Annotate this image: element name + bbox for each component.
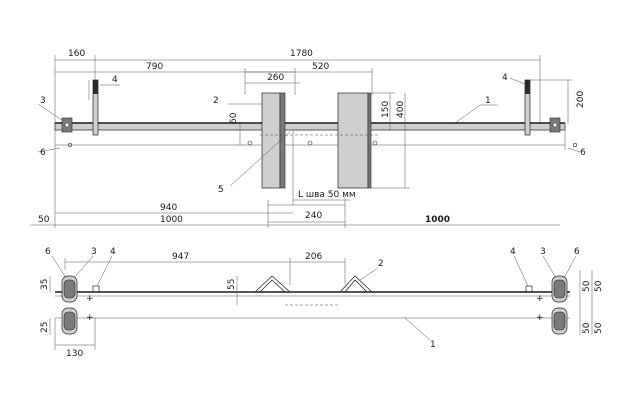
- leader-2-b: [359, 267, 379, 281]
- callout-3: 3: [40, 96, 46, 106]
- leader-3: [37, 103, 63, 121]
- callout-1-b: 1: [430, 340, 436, 350]
- dim-55: 55: [227, 279, 237, 290]
- hole-right: [572, 142, 578, 148]
- leader-6-left-b: [51, 255, 67, 279]
- dim-150: 150: [381, 101, 391, 118]
- dim-50-d: 50: [594, 322, 604, 334]
- leader-5: [229, 131, 291, 187]
- leader-1: [454, 104, 481, 124]
- dim-940: 940: [160, 203, 177, 213]
- callout-3-left-b: 3: [91, 247, 97, 257]
- dim-50-c: 50: [582, 322, 592, 334]
- clamp-left-bottom-inner: [63, 311, 76, 331]
- dim-1000-left: 1000: [160, 215, 183, 225]
- callout-4-right: 4: [502, 73, 508, 83]
- leader-3-right-b: [542, 255, 557, 279]
- dim-520: 520: [312, 62, 329, 72]
- plate-2-peak-right-inner: [344, 279, 368, 293]
- plate-2-right: [337, 92, 369, 189]
- callout-3-right-b: 3: [540, 247, 546, 257]
- callout-6-right-b: 6: [574, 247, 580, 257]
- callout-6-right: 6: [580, 148, 586, 158]
- bolt-right: [552, 122, 558, 128]
- callout-6-left-b: 6: [45, 247, 51, 257]
- cross-right-1: +: [536, 294, 544, 304]
- clamp-left-top-inner: [63, 279, 76, 299]
- hole-plate-3: [372, 140, 378, 146]
- callout-4-left-b: 4: [110, 247, 116, 257]
- plate-2-peak-left-inner: [259, 279, 286, 293]
- dim-206: 206: [305, 252, 322, 262]
- rod-4-right-thread: [525, 80, 530, 94]
- callout-4-left: 4: [112, 75, 118, 85]
- dim-50: 50: [38, 215, 50, 225]
- dim-160: 160: [68, 49, 85, 59]
- callout-4-right-b: 4: [510, 247, 516, 257]
- hole-plate-2: [307, 140, 313, 146]
- dim-947: 947: [172, 252, 189, 262]
- dim-50-a: 50: [582, 280, 592, 292]
- dim-1780: 1780: [290, 49, 313, 59]
- dim-60: 60: [229, 112, 239, 124]
- hole-plate-1: [247, 140, 253, 146]
- callout-5: 5: [218, 185, 224, 195]
- plate-2-peak-right: [339, 275, 373, 293]
- leader-3-left-b: [73, 255, 94, 279]
- bottom-view: 947 206 55 + + 35 25 130: [40, 247, 604, 359]
- dim-130: 130: [66, 349, 83, 359]
- leader-6-right: [567, 147, 581, 153]
- dim-200: 200: [576, 91, 586, 108]
- dim-35: 35: [40, 279, 50, 290]
- dim-400: 400: [396, 101, 406, 118]
- cross-left-2: +: [86, 313, 94, 323]
- callout-2: 2: [213, 96, 219, 106]
- leader-6-left: [37, 147, 61, 153]
- dim-25: 25: [40, 322, 50, 333]
- plate-2-left-edge: [279, 92, 286, 189]
- leader-4-right: [509, 77, 526, 85]
- cross-right-2: +: [536, 313, 544, 323]
- plate-2-peak-left: [254, 275, 291, 293]
- nut-4-left: [92, 285, 100, 293]
- plate-2-left: [261, 92, 281, 189]
- plate-2-right-edge: [367, 92, 372, 189]
- dim-790: 790: [146, 62, 163, 72]
- bar-1: [54, 122, 566, 131]
- weld-length: L шва 50 мм: [298, 190, 356, 200]
- callout-1: 1: [485, 96, 491, 106]
- leader-4-left-b: [96, 255, 113, 287]
- rod-4-left-thread: [93, 80, 98, 94]
- leader-6-right-b: [563, 255, 577, 279]
- leader-4-right-b: [513, 255, 529, 287]
- dim-1000-right: 1000: [425, 215, 450, 225]
- callout-2-b: 2: [378, 259, 384, 269]
- clamp-right-top-inner: [553, 279, 566, 299]
- dim-260: 260: [267, 73, 284, 83]
- dim-50-b: 50: [594, 280, 604, 292]
- clamp-right-bottom-inner: [553, 311, 566, 331]
- nut-4-right: [525, 285, 533, 293]
- callout-6-left: 6: [40, 148, 46, 158]
- dim-240: 240: [305, 211, 322, 221]
- bolt-left: [64, 122, 70, 128]
- hole-left: [67, 142, 73, 148]
- leader-1-b: [404, 317, 431, 341]
- top-view: 160 1780 790 520 260 2: [30, 49, 586, 228]
- cross-left-1: +: [86, 294, 94, 304]
